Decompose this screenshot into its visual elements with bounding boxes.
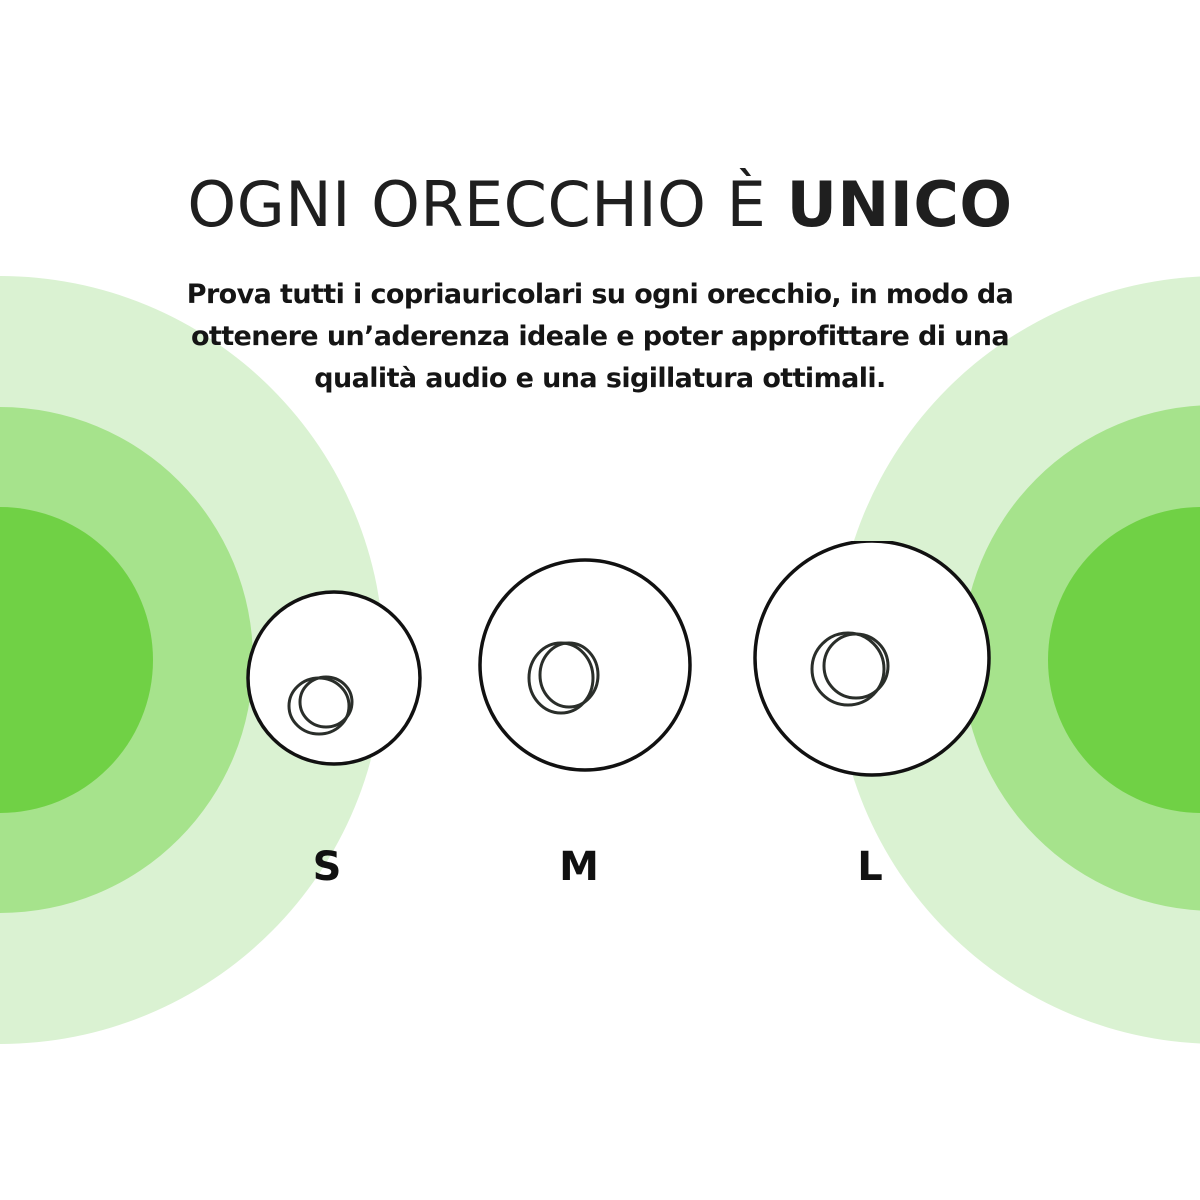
size-label-medium: M	[559, 844, 599, 890]
size-label-small: S	[312, 844, 342, 890]
size-label-large: L	[857, 844, 883, 890]
title-regular: OGNI ORECCHIO È	[187, 168, 787, 241]
ear-tip-small-icon	[246, 590, 422, 766]
description-text: Prova tutti i copriauricolari su ogni or…	[186, 279, 1014, 394]
ear-tip-medium-icon	[478, 558, 692, 772]
page-title: OGNI ORECCHIO È UNICO	[0, 165, 1200, 245]
title-bold: UNICO	[786, 168, 1013, 241]
ear-tip-large-icon	[753, 541, 991, 777]
